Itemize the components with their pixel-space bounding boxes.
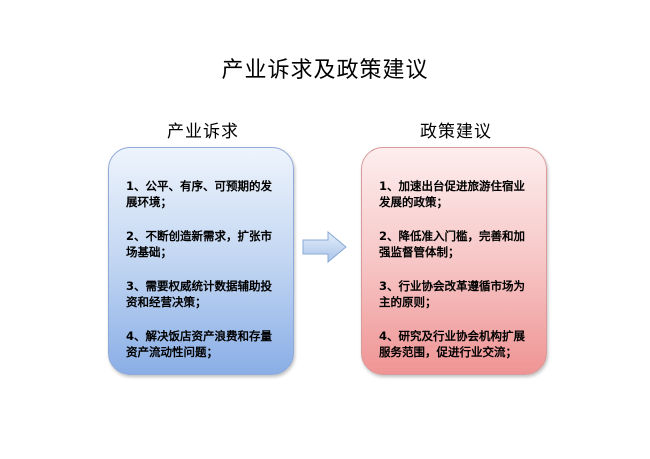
suggestions-box: 1、加速出台促进旅游住宿业发展的政策； 2、降低准入门槛，完善和加强监督管体制；… <box>361 147 547 375</box>
demand-item-2: 2、不断创造新需求，扩张市场基础； <box>126 229 273 259</box>
demand-item-4: 4、解决饭店资产浪费和存量资产流动性问题； <box>126 329 273 359</box>
demand-item-3: 3、需要权威统计数据辅助投资和经营决策； <box>126 279 273 309</box>
demands-heading: 产业诉求 <box>167 122 239 142</box>
page-title: 产业诉求及政策建议 <box>221 58 429 83</box>
suggestion-item-2: 2、降低准入门槛，完善和加强监督管体制； <box>379 229 526 259</box>
suggestion-item-1: 1、加速出台促进旅游住宿业发展的政策； <box>379 179 526 209</box>
demands-box: 1、公平、有序、可预期的发展环境； 2、不断创造新需求，扩张市场基础； 3、需要… <box>108 147 294 375</box>
suggestion-item-3: 3、行业协会改革遵循市场为主的原则； <box>379 279 526 309</box>
arrow-right-shape <box>302 230 347 264</box>
suggestions-heading: 政策建议 <box>420 122 492 142</box>
suggestion-item-4: 4、研究及行业协会机构扩展服务范围，促进行业交流； <box>379 329 526 359</box>
demand-item-1: 1、公平、有序、可预期的发展环境； <box>126 179 273 209</box>
arrow-right-icon <box>302 230 348 264</box>
